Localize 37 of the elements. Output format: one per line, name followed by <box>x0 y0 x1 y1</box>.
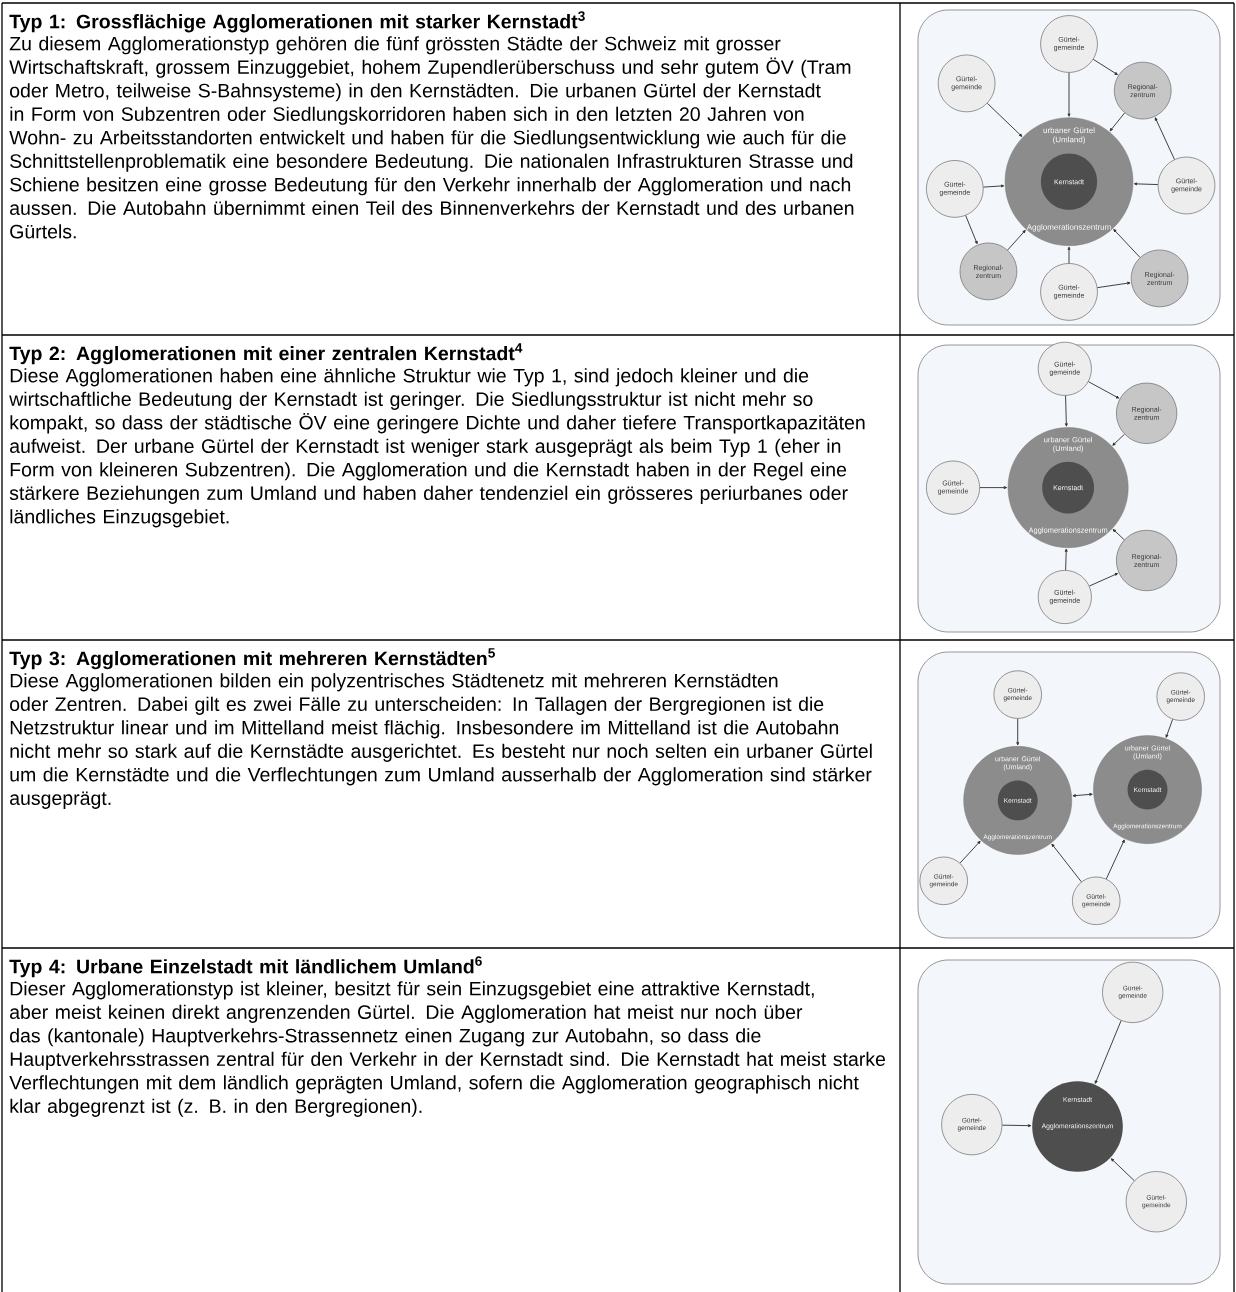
arrow <box>1112 529 1125 541</box>
paragraph: Zu diesem Agglomerationstyp gehören die fünf grössten Städte der Schweiz mit grosser Wirtschaftskraft, grossem Einzuggebiet, hohem Zupendlerüberschuss und sehr gutem ÖV (Tram oder Metro, teilweise S-Bahnsysteme) in den Kernstädten. Die urbanen Gürtel der Kernstadt in Form von Subzentren oder Siedlungskorridoren haben sich in den letzten 20 Jahren von Wohn- zu Arbeitsstandorten entwickelt und haben für die Siedlungsentwicklung wie auch für die Schnittstellenproblematik eine besondere Bedeutung. Die nationalen Infrastrukturen Strasse und Schiene besitzen eine grosse Bedeutung für den Verkehr innerhalb der Agglomeration und nach aussen. Die Autobahn übernimmt einen Teil des Binnenverkehrs der Kernstadt und des urbanen Gürtels. <box>9 36 854 239</box>
arrow <box>1089 573 1119 587</box>
heading: Typ 1: Grossflächige Agglomerationen mit starker Kernstadt$^{3}$ <box>9 11 585 33</box>
arrow <box>1109 112 1126 132</box>
arrow <box>1097 281 1131 289</box>
arrow <box>1067 72 1071 117</box>
arrow <box>1088 381 1120 399</box>
arrow <box>1001 1124 1032 1128</box>
arrow <box>965 215 978 245</box>
arrow <box>1092 58 1118 76</box>
arrow <box>1072 792 1093 798</box>
arrow <box>983 184 1005 188</box>
arrow <box>1113 229 1141 258</box>
arrow <box>979 486 1008 490</box>
arrow <box>1064 548 1068 571</box>
zone-label: Agglomerationszentrum <box>1026 223 1111 232</box>
arrow <box>1154 117 1175 160</box>
arrow <box>1110 1158 1135 1182</box>
paragraph: Diese Agglomerationen bilden ein polyzentrisches Städtenetz mit mehreren Kernstädten oder Zentren. Dabei gilt es zwei Fälle zu unterscheiden: In Tallagen der Bergregionen ist die Netzstruktur linear und im Mittelland meist flächig. Insbesondere im Mittelland ist die Autobahn nicht mehr so stark auf die Kernstädte ausgerichtet. Es besteht nur noch selten ein urbaner Gürtel um die Kernstädte und die Verflechtungen zum Umland ausserhalb der Agglomeration sind stärker ausgeprägt. <box>10 673 872 809</box>
heading: Typ 4: Urbane Einzelstadt mit ländlichem Umland$^{6}$ <box>9 956 482 978</box>
heading: Typ 2: Agglomerationen mit einer zentralen Kernstadt$^{4}$ <box>9 343 523 365</box>
arrow <box>1165 718 1174 738</box>
arrow <box>1016 718 1020 746</box>
arrow <box>959 840 981 864</box>
arrow <box>1105 839 1125 880</box>
arrow <box>1064 395 1068 427</box>
arrow <box>1051 843 1082 883</box>
heading: Typ 3: Agglomerationen mit mehreren Kernstädten$^{5}$ <box>9 648 495 670</box>
arrow <box>1112 433 1125 446</box>
arrow <box>1133 182 1159 186</box>
arrow <box>1007 229 1026 251</box>
arrow <box>1094 1020 1122 1084</box>
arrow <box>1067 246 1071 264</box>
paragraph: Diese Agglomerationen haben eine ähnliche Struktur wie Typ 1, sind jedoch kleiner und die wirtschaftliche Bedeutung der Kernstadt ist geringer. Die Siedlungsstruktur ist nicht mehr so kompakt, so dass der städtische ÖV eine geringere Dichte und daher tiefere Transportkapazitäten aufweist. Der urbane Gürtel der Kernstadt ist weniger stark ausgeprägt als beim Typ 1 (eher in Form von kleineren Subzentren). Die Agglomeration und die Kernstadt haben in der Regel eine stärkere Beziehungen zum Umland und haben daher tendenziel ein grösseres periurbanes oder ländliches Einzugsgebiet. <box>9 368 865 528</box>
arrow <box>986 102 1023 137</box>
paragraph: Dieser Agglomerationstyp ist kleiner, besitzt für sein Einzugsgebiet eine attraktive Kernstadt, aber meist keinen direkt angrenzenden Gürtel. Die Agglomeration hat meist nur noch über das (kantonale) Hauptverkehrs-Strassennetz einen Zugang zur Autobahn, so dass die Hauptverkehrsstrassen zentral für den Verkehr in der Kernstadt sind. Die Kernstadt hat meist starke Verflechtungen mit dem ländlich geprägten Umland, sofern die Agglomeration geographisch nicht klar abgegrenzt ist (z. B. in den Bergregionen). <box>9 981 886 1117</box>
